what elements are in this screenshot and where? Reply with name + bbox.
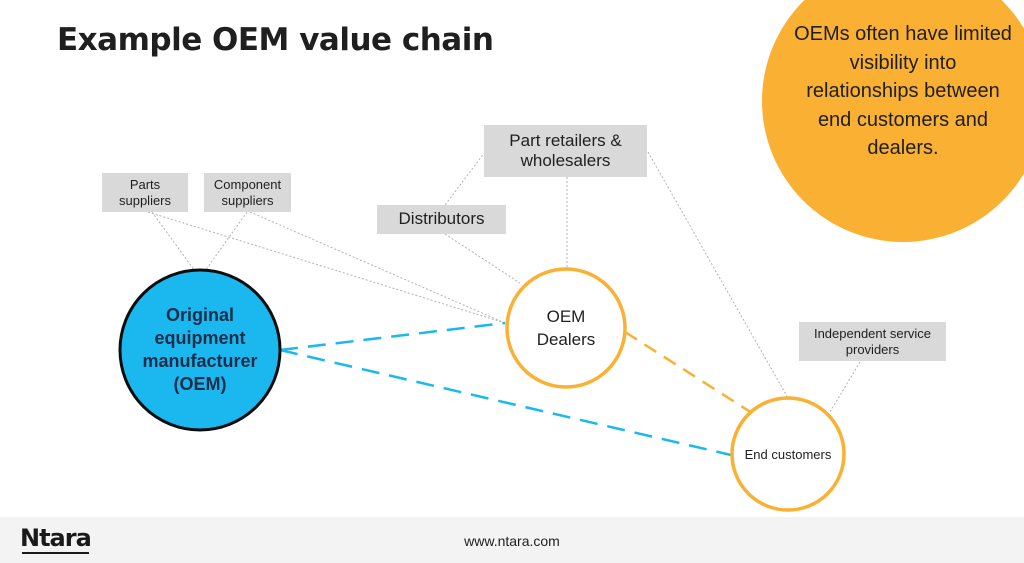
connector-component-oem [199,211,248,279]
connector-retailers-end [647,151,789,399]
page-title: Example OEM value chain [57,22,494,58]
dealers-node [505,267,627,389]
connector-oem-dealers [279,321,506,352]
ntara-logo: Ntara [20,524,92,554]
connector-distributors-dealers [444,233,521,284]
oem-label: Original equipment manufacturer (OEM) [142,305,258,394]
footer-bar [0,517,1024,563]
component-suppliers-box: Component suppliers [204,173,291,212]
distributors-box: Distributors [377,205,506,234]
callout-circle [762,0,1024,242]
connector-dealers-end [624,330,753,415]
part-retailers-box: Part retailers & wholesalers [484,125,647,177]
connector-service-end [829,361,861,413]
end-customers-node [730,396,846,512]
callout-text: OEMs often have limited visibility into … [794,23,1012,159]
oem-node [118,268,282,432]
connector-oem-end [279,348,732,457]
parts-suppliers-box: Parts suppliers [102,173,188,212]
dealers-label: OEM Dealers [536,307,596,349]
end-customers-label: End customers [744,446,832,462]
independent-service-box: Independent service providers [799,322,946,361]
connector-parts-oem [151,211,201,279]
connector-retailers-distributors [444,151,486,206]
footer-url: www.ntara.com [464,533,560,549]
